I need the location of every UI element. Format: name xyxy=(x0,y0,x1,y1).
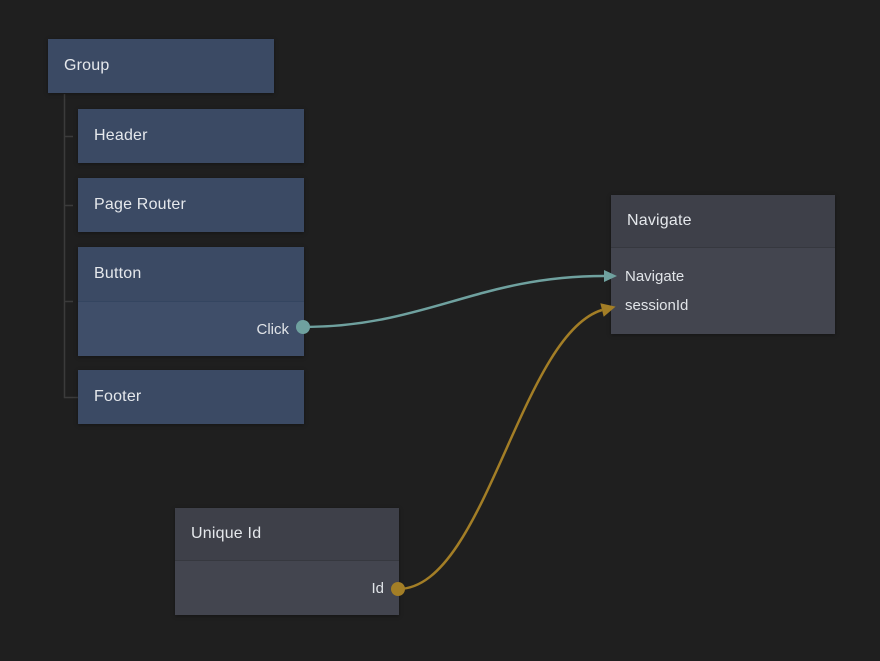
node-page-router-title[interactable]: Page Router xyxy=(78,178,304,232)
node-navigate-title-label: Navigate xyxy=(627,212,692,229)
node-header[interactable]: Header xyxy=(78,109,304,163)
node-button[interactable]: Button Click xyxy=(78,247,304,356)
sessionid-input-label: sessionId xyxy=(625,297,689,314)
node-button-output-row-click: Click xyxy=(78,301,304,356)
node-group-title-label: Group xyxy=(64,57,110,74)
node-unique-id-title[interactable]: Unique Id xyxy=(175,508,399,560)
navigate-input-row: Navigate xyxy=(611,262,835,291)
group-children-tree-line xyxy=(63,94,78,399)
node-group-title[interactable]: Group xyxy=(48,39,274,93)
node-button-title-label: Button xyxy=(94,265,142,282)
node-button-title[interactable]: Button xyxy=(78,247,304,301)
edge-id-to-sessionid[interactable] xyxy=(397,308,603,591)
node-group[interactable]: Group xyxy=(48,39,274,93)
node-footer-title[interactable]: Footer xyxy=(78,370,304,424)
node-navigate-body: Navigate sessionId xyxy=(611,247,835,334)
id-output-label: Id xyxy=(371,579,384,597)
node-page-router[interactable]: Page Router xyxy=(78,178,304,232)
navigate-input-label: Navigate xyxy=(625,268,685,285)
node-navigate-title[interactable]: Navigate xyxy=(611,195,835,247)
node-page-router-title-label: Page Router xyxy=(94,196,187,213)
node-header-title-label: Header xyxy=(94,127,148,144)
edge-click-to-navigate[interactable] xyxy=(302,274,605,329)
node-unique-id-title-label: Unique Id xyxy=(191,525,262,542)
node-unique-id-output-row-id: Id xyxy=(175,560,399,615)
sessionid-input-row: sessionId xyxy=(611,291,835,320)
node-navigate[interactable]: Navigate Navigate sessionId xyxy=(611,195,835,334)
node-header-title[interactable]: Header xyxy=(78,109,304,163)
node-footer[interactable]: Footer xyxy=(78,370,304,424)
node-footer-title-label: Footer xyxy=(94,388,142,405)
click-output-label: Click xyxy=(256,320,290,338)
node-unique-id[interactable]: Unique Id Id xyxy=(175,508,399,615)
